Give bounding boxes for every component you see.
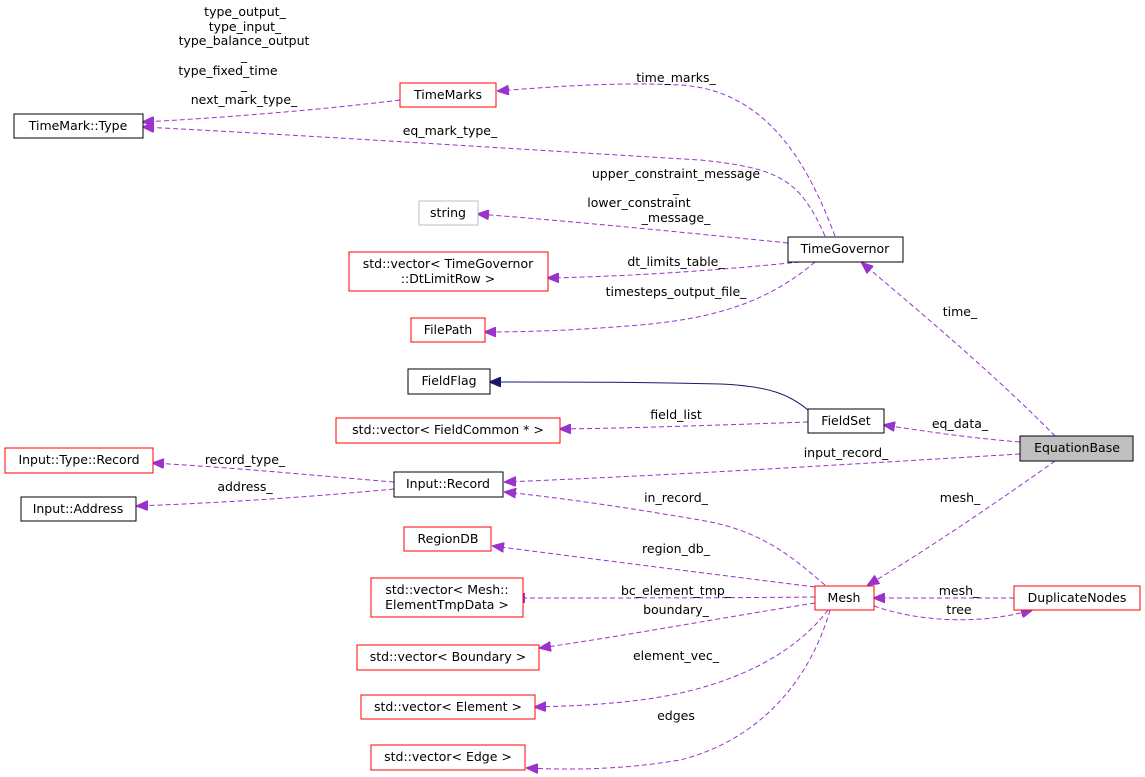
node-timegovernor-label: TimeGovernor bbox=[800, 241, 891, 256]
edge-timegovernor-to-dtlimits bbox=[548, 261, 801, 278]
label-eq-mark-type: eq_mark_type_ bbox=[403, 123, 498, 138]
node-edge-vector-label: std::vector< Edge > bbox=[384, 749, 512, 764]
node-duplicatenodes[interactable]: DuplicateNodes bbox=[1013, 585, 1141, 611]
node-input-record[interactable]: Input::Record bbox=[393, 471, 504, 498]
label-next-mark-type: next_mark_type_ bbox=[191, 92, 298, 107]
node-input-type-record-label: Input::Type::Record bbox=[18, 452, 139, 467]
label-dt-limits-table: dt_limits_table_ bbox=[627, 254, 725, 269]
label-time: time_ bbox=[943, 304, 978, 319]
node-dtlimits-label-2: ::DtLimitRow > bbox=[401, 271, 495, 286]
edge-fieldset-to-fieldflag bbox=[490, 382, 809, 411]
node-fieldflag[interactable]: FieldFlag bbox=[407, 368, 491, 395]
label-underscore-3: _ bbox=[672, 180, 680, 195]
node-string-label: string bbox=[430, 205, 466, 220]
label-underscore-2: _ bbox=[240, 77, 248, 92]
node-fieldset-label: FieldSet bbox=[821, 413, 870, 428]
label-type-balance-output: type_balance_output bbox=[179, 33, 310, 48]
edge-record-to-address bbox=[137, 488, 395, 506]
node-input-address-label: Input::Address bbox=[33, 501, 124, 516]
label-boundary: boundary_ bbox=[643, 602, 710, 617]
node-boundary-vector-label: std::vector< Boundary > bbox=[370, 649, 527, 664]
node-duplicatenodes-label: DuplicateNodes bbox=[1028, 590, 1127, 605]
edge-timegovernor-to-filepath bbox=[485, 261, 816, 332]
label-upper-constraint: upper_constraint_message bbox=[592, 166, 761, 181]
edge-mesh-to-boundary-vector bbox=[540, 602, 816, 648]
node-element-vector-label: std::vector< Element > bbox=[374, 699, 522, 714]
node-element-vector[interactable]: std::vector< Element > bbox=[360, 694, 536, 720]
node-fieldset[interactable]: FieldSet bbox=[807, 408, 885, 434]
edge-timegovernor-to-string bbox=[478, 214, 789, 244]
edge-mesh-to-regiondb bbox=[493, 546, 816, 588]
node-mesh[interactable]: Mesh bbox=[814, 585, 875, 611]
label-type-output: type_output_ bbox=[204, 4, 286, 19]
label-edges: edges bbox=[657, 708, 695, 723]
node-timegovernor[interactable]: TimeGovernor bbox=[787, 236, 904, 263]
label-region-db: region_db_ bbox=[642, 541, 711, 556]
node-elemtmp-label-2: ElementTmpData > bbox=[385, 597, 509, 612]
node-regiondb[interactable]: RegionDB bbox=[403, 526, 492, 552]
edge-mesh-to-elemtmp-vector bbox=[514, 597, 816, 598]
edge-timegovernor-to-timemarks bbox=[498, 83, 836, 237]
node-equationbase[interactable]: EquationBase bbox=[1019, 435, 1134, 462]
label-timesteps-output-file: timesteps_output_file_ bbox=[606, 284, 748, 299]
edge-timemarks-to-timemark-type bbox=[143, 99, 401, 122]
edge-mesh-to-input-record bbox=[505, 492, 826, 586]
node-timemarks[interactable]: TimeMarks bbox=[399, 82, 497, 108]
label-type-input: type_input_ bbox=[209, 19, 282, 34]
label-bc-element-tmp: bc_element_tmp_ bbox=[621, 583, 732, 598]
node-elemtmp-label-1: std::vector< Mesh:: bbox=[385, 582, 508, 597]
edge-mesh-to-edge-vector bbox=[527, 609, 831, 769]
node-fieldcommon-vector[interactable]: std::vector< FieldCommon * > bbox=[335, 417, 561, 444]
node-filepath-label: FilePath bbox=[424, 322, 472, 337]
edge-equationbase-to-fieldset bbox=[884, 425, 1021, 443]
edge-equationbase-to-mesh bbox=[868, 460, 1056, 585]
node-dtlimits-label-1: std::vector< TimeGovernor bbox=[363, 256, 534, 271]
node-fieldcommon-label: std::vector< FieldCommon * > bbox=[352, 422, 544, 437]
label-mesh: mesh_ bbox=[940, 490, 981, 505]
edge-timegovernor-to-timemark-type bbox=[143, 127, 826, 237]
node-timemark-type[interactable]: TimeMark::Type bbox=[13, 113, 144, 139]
edge-fieldset-to-fieldcommon-vector bbox=[560, 421, 809, 429]
node-timemarks-label: TimeMarks bbox=[413, 87, 482, 102]
label-underscore-1: _ bbox=[240, 48, 248, 63]
edge-equationbase-to-timegovernor bbox=[862, 263, 1056, 437]
node-elemtmp-vector[interactable]: std::vector< Mesh:: ElementTmpData > bbox=[370, 577, 524, 618]
label-element-vec: element_vec_ bbox=[633, 648, 720, 663]
label-lower-constraint: lower_constraint bbox=[587, 195, 690, 210]
label-time-marks: time_marks_ bbox=[636, 70, 716, 85]
label-type-fixed-time: type_fixed_time bbox=[178, 63, 277, 78]
node-edge-vector[interactable]: std::vector< Edge > bbox=[370, 744, 526, 771]
label-in-record: in_record_ bbox=[644, 490, 709, 505]
node-filepath[interactable]: FilePath bbox=[410, 317, 486, 343]
label-lower-constraint-message: _message_ bbox=[641, 210, 711, 225]
node-timemark-type-label: TimeMark::Type bbox=[28, 118, 128, 133]
label-tree: tree bbox=[946, 602, 971, 617]
node-dtlimits-vector[interactable]: std::vector< TimeGovernor ::DtLimitRow > bbox=[348, 251, 549, 292]
label-address: address_ bbox=[217, 479, 273, 494]
node-input-address[interactable]: Input::Address bbox=[20, 496, 137, 522]
node-string[interactable]: string bbox=[418, 200, 479, 226]
node-input-type-record[interactable]: Input::Type::Record bbox=[4, 447, 154, 474]
node-regiondb-label: RegionDB bbox=[418, 531, 479, 546]
node-input-record-label: Input::Record bbox=[406, 476, 490, 491]
node-boundary-vector[interactable]: std::vector< Boundary > bbox=[356, 644, 540, 671]
node-equationbase-label: EquationBase bbox=[1034, 440, 1120, 455]
label-eq-data: eq_data_ bbox=[932, 416, 989, 431]
label-record-type: record_type_ bbox=[205, 452, 286, 467]
label-field-list: field_list bbox=[650, 407, 702, 422]
edge-mesh-to-element-vector bbox=[535, 609, 829, 707]
node-mesh-label: Mesh bbox=[828, 590, 861, 605]
edge-equationbase-to-input-record bbox=[505, 453, 1021, 482]
edge-mesh-to-duplicatenodes bbox=[873, 605, 1032, 621]
label-mesh-dup: mesh_ bbox=[939, 583, 980, 598]
edge-record-to-type-record bbox=[153, 463, 395, 483]
label-input-record: input_record_ bbox=[804, 445, 889, 460]
node-fieldflag-label: FieldFlag bbox=[421, 373, 476, 388]
